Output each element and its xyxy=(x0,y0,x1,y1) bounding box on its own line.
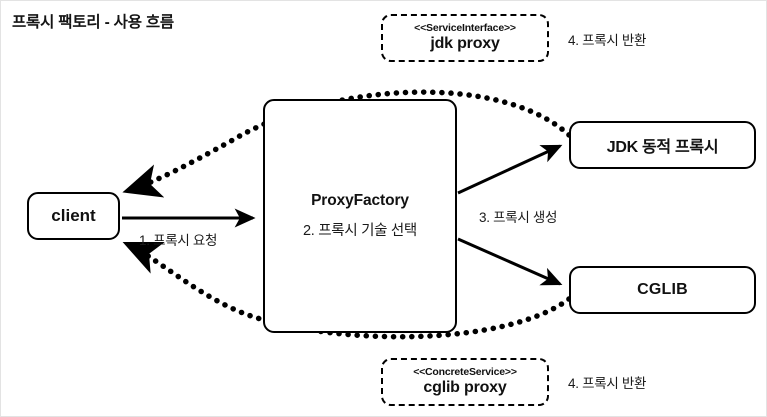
node-proxy-factory-subtitle: 2. 프록시 기술 선택 xyxy=(303,223,417,239)
edge-label-step-4-return-cglib: 4. 프록시 반환 xyxy=(568,376,647,391)
node-cglib[interactable]: CGLIB xyxy=(569,266,756,314)
jdk-proxy-stereotype-tag: <<ServiceInterface>> xyxy=(414,21,516,34)
page-title: 프록시 팩토리 - 사용 흐름 xyxy=(12,14,174,31)
edge-label-step-3-create: 3. 프록시 생성 xyxy=(479,210,558,225)
node-proxy-factory-title: ProxyFactory xyxy=(311,192,409,209)
node-client[interactable]: client xyxy=(27,192,120,240)
edge-proxyfactory-to-jdk xyxy=(457,144,563,195)
edge-proxyfactory-to-cglib xyxy=(457,237,563,286)
node-jdk-dynamic-proxy[interactable]: JDK 동적 프록시 xyxy=(569,121,756,169)
edge-label-step-1-request: 1. 프록시 요청 xyxy=(139,233,218,248)
jdk-proxy-stereotype-label: jdk proxy xyxy=(430,35,500,53)
node-cglib-label: CGLIB xyxy=(637,281,688,298)
cglib-proxy-stereotype-label: cglib proxy xyxy=(423,379,507,397)
cglib-proxy-stereotype-tag: <<ConcreteService>> xyxy=(413,365,517,378)
edge-label-step-4-return-jdk: 4. 프록시 반환 xyxy=(568,33,647,48)
node-client-label: client xyxy=(51,206,96,225)
node-proxy-factory[interactable]: ProxyFactory 2. 프록시 기술 선택 xyxy=(263,99,457,333)
node-cglib-proxy-stereotype[interactable]: <<ConcreteService>> cglib proxy xyxy=(381,358,549,406)
node-jdk-proxy-stereotype[interactable]: <<ServiceInterface>> jdk proxy xyxy=(381,14,549,62)
node-jdk-dynamic-proxy-label: JDK 동적 프록시 xyxy=(606,139,719,156)
edge-cglib-to-client-return xyxy=(122,241,572,340)
